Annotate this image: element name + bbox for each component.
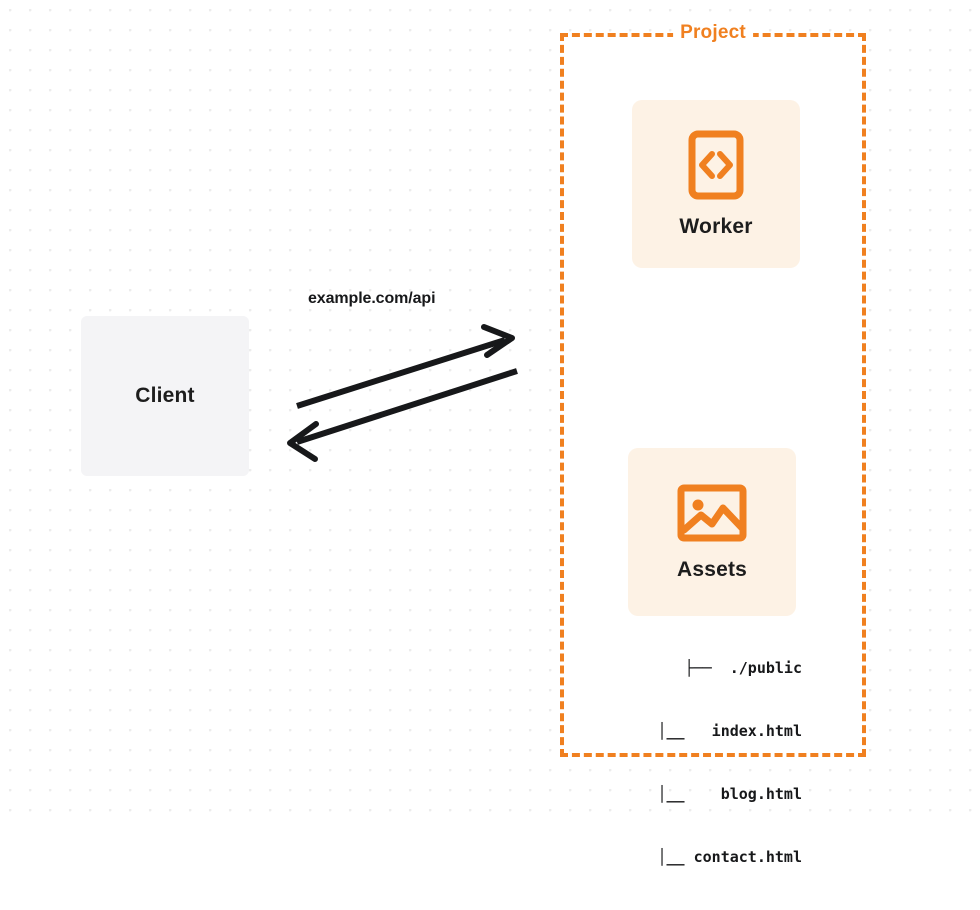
node-worker[interactable]: Worker xyxy=(632,100,800,268)
edge-request-arrow xyxy=(296,324,515,409)
edge-response-arrow xyxy=(287,368,518,462)
edge-label-endpoint: example.com/api xyxy=(308,290,436,307)
image-icon xyxy=(677,484,747,542)
node-client[interactable]: Client xyxy=(81,316,249,476)
file-tree-row: │__ blog.html xyxy=(657,785,803,803)
file-tree-row: ├── ./public xyxy=(684,659,802,677)
group-project-title: Project xyxy=(673,22,753,44)
node-assets-label: Assets xyxy=(676,558,748,581)
code-brackets-icon xyxy=(688,130,744,200)
diagram-canvas: Client example.com/api Project Worker xyxy=(0,0,980,866)
node-worker-label: Worker xyxy=(679,215,753,238)
file-tree-row: │__ contact.html xyxy=(657,848,803,866)
file-tree-row: │__ index.html xyxy=(657,722,803,740)
assets-file-tree: ├── ./public │__ index.html │__ blog.htm… xyxy=(600,616,803,910)
node-assets[interactable]: Assets xyxy=(628,448,796,616)
node-client-label: Client xyxy=(135,384,195,407)
